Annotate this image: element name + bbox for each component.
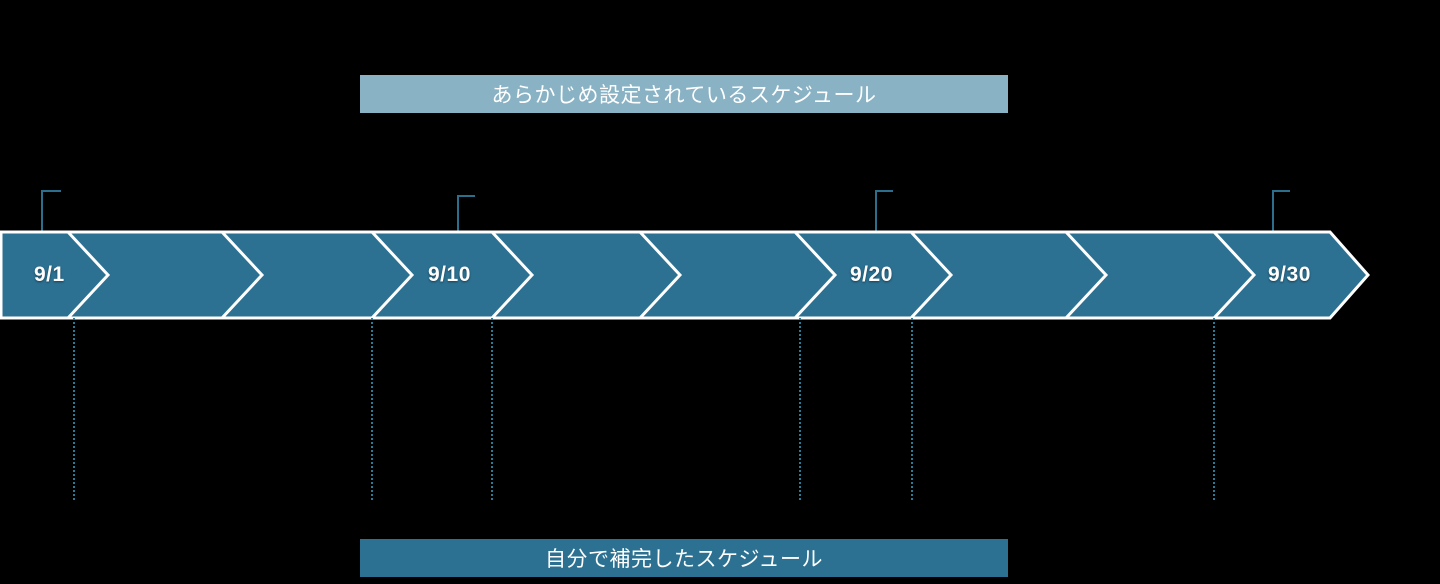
dropline-4 [799,318,801,500]
preset-schedule-banner-label: あらかじめ設定されているスケジュール [491,84,877,107]
connector-9-30-horizontal [1272,190,1290,192]
dropline-5 [911,318,913,500]
chevron-divider-7 [909,230,954,320]
preset-schedule-banner: あらかじめ設定されているスケジュール [360,75,1008,113]
chevron-divider-4 [490,230,535,320]
timeline-arrow-bar [0,230,1372,320]
connector-9-30 [1272,190,1292,237]
arrow-body-shape [0,230,1371,320]
dropline-1 [73,318,75,500]
connector-9-30-vertical [1272,190,1274,237]
connector-9-20-horizontal [875,190,893,192]
chevron-divider-1 [66,230,111,320]
self-completed-schedule-banner-label: 自分で補完したスケジュール [544,548,824,571]
connector-9-1-horizontal [41,190,61,192]
dropline-6 [1213,318,1215,500]
self-completed-schedule-banner: 自分で補完したスケジュール [360,539,1008,577]
connector-9-1-vertical [41,190,43,237]
connector-9-20 [875,190,895,237]
chevron-divider-8 [1064,230,1109,320]
chevron-divider-6 [793,230,838,320]
connector-9-1 [41,190,63,237]
dropline-3 [491,318,493,500]
chevron-divider-2 [220,230,265,320]
chevron-divider-group [66,230,1257,320]
connector-9-10-horizontal [457,195,475,197]
timeline-arrow-svg [0,230,1371,320]
dropline-2 [371,318,373,500]
chevron-divider-3 [370,230,415,320]
chevron-divider-5 [638,230,683,320]
connector-9-20-vertical [875,190,877,237]
chevron-divider-9 [1212,230,1257,320]
